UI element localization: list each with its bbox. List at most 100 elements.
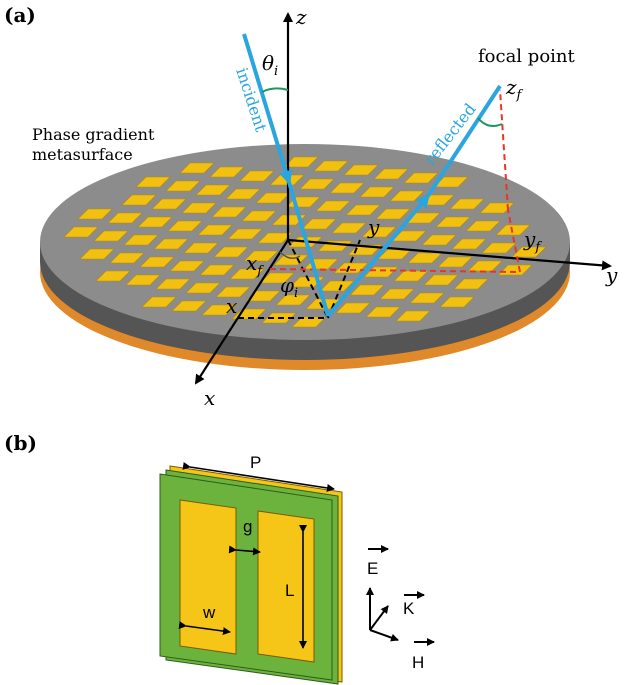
gold-patch [151, 198, 187, 210]
gold-patch [435, 216, 471, 228]
gold-patch [361, 226, 397, 238]
gold-patch [421, 234, 457, 246]
gold-patch [243, 250, 279, 262]
surface-label-line1: Phase gradient [32, 125, 155, 144]
focal-point-label: focal point [478, 46, 575, 67]
x-point-label: x [226, 294, 237, 318]
gold-patch [213, 246, 249, 258]
gold-patch [407, 252, 443, 264]
theta-i-label: θi [262, 51, 278, 79]
gold-patch [423, 274, 459, 286]
x-axis-label: x [204, 386, 215, 410]
dashed-projections [238, 89, 521, 319]
gold-patch [389, 190, 425, 202]
gold-patch [395, 310, 431, 322]
l-dimension-label: L [285, 581, 294, 600]
gold-patch [481, 242, 517, 254]
gold-patch [225, 188, 261, 200]
gold-patch [179, 162, 215, 174]
gold-patch [299, 178, 335, 190]
xf-label: xf [246, 251, 264, 279]
gold-patch [465, 220, 501, 232]
surface-label-line2: metasurface [32, 145, 133, 164]
gold-patch [139, 256, 175, 268]
gold-patch [365, 306, 401, 318]
gold-patch [199, 264, 235, 276]
gold-patch [181, 202, 217, 214]
phi-arc [279, 251, 301, 259]
panel-b-label: (b) [4, 431, 37, 455]
panel-a-label: (a) [4, 3, 36, 27]
gold-patch [451, 238, 487, 250]
gold-patch [275, 294, 311, 306]
gold-patch [79, 248, 115, 260]
gold-patch [479, 202, 515, 214]
gold-patch [167, 220, 203, 232]
gold-patch [109, 252, 145, 264]
gold-patch [215, 286, 251, 298]
dimension-arrows [178, 461, 335, 649]
field-triad [366, 545, 435, 646]
gold-patch [313, 160, 349, 172]
gold-patch [495, 224, 531, 236]
coordinate-axes [194, 12, 612, 385]
gold-patch [335, 302, 371, 314]
gold-patch [231, 308, 267, 320]
gold-patch [241, 210, 277, 222]
gold-patch [453, 278, 489, 290]
gold-patch [439, 296, 475, 308]
gold-patch [93, 230, 129, 242]
gold-patch [359, 186, 395, 198]
gold-patch [449, 198, 485, 210]
patch-array [63, 156, 547, 328]
gold-patch [375, 208, 411, 220]
gold-patch [121, 194, 157, 206]
gold-patch [95, 270, 131, 282]
gold-patch [345, 204, 381, 216]
gold-patch [135, 176, 171, 188]
h-field-label: H [412, 653, 424, 672]
z-axis-label: z [295, 5, 307, 29]
gold-patch [229, 268, 265, 280]
gold-patch [123, 234, 159, 246]
unit-cell [159, 465, 343, 685]
gold-patch [329, 182, 365, 194]
gold-patch [165, 180, 201, 192]
gold-patch [155, 278, 191, 290]
gold-patch [315, 200, 351, 212]
gold-patch [227, 228, 263, 240]
yf-label: yf [523, 227, 542, 255]
gold-patch [171, 300, 207, 312]
reflected-angle-arc [477, 117, 503, 127]
gold-patch [403, 172, 439, 184]
gold-patch [511, 246, 547, 258]
zf-label: zf [505, 75, 524, 103]
gold-patch [169, 260, 205, 272]
gold-patch [137, 216, 173, 228]
gold-patch [77, 208, 113, 220]
e-field-label: E [367, 559, 378, 578]
gold-patch [63, 226, 99, 238]
gold-patch [437, 256, 473, 268]
k-vector-label: K [403, 599, 415, 618]
gold-patch [209, 166, 245, 178]
gold-patch [349, 284, 385, 296]
gold-patch [153, 238, 189, 250]
gold-patch [239, 170, 275, 182]
phi-i-label: φi [280, 273, 298, 301]
gold-patch [255, 192, 291, 204]
gold-patch [379, 288, 415, 300]
y-axis-label: y [605, 263, 618, 287]
gold-patch [343, 164, 379, 176]
gold-patch [409, 292, 445, 304]
gold-patch [125, 274, 161, 286]
gold-patch [211, 206, 247, 218]
gold-patch [197, 224, 233, 236]
gold-patch [107, 212, 143, 224]
gold-patch [141, 296, 177, 308]
gold-patch [201, 304, 237, 316]
gold-patch [185, 282, 221, 294]
g-dimension-label: g [243, 517, 252, 536]
p-dimension-label: P [250, 453, 261, 472]
